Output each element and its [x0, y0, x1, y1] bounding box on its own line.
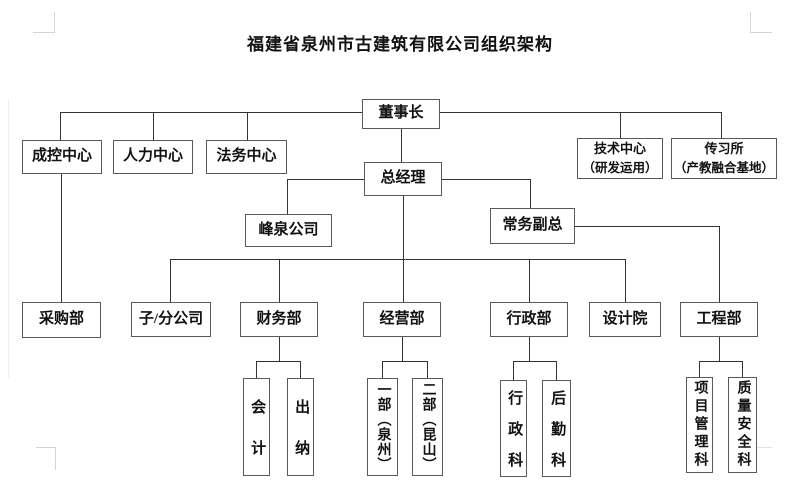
- node-accounting: 会计: [243, 378, 270, 481]
- node-label: 一部（泉州）: [375, 382, 391, 472]
- node-label: 峰泉公司: [258, 221, 319, 238]
- node-dept-two-kunshan: 二部（昆山）: [412, 378, 443, 476]
- node-label: 经营部: [379, 310, 425, 327]
- connector-line: [60, 112, 362, 113]
- connector-line: [440, 112, 721, 113]
- connector-line: [513, 361, 514, 380]
- node-label: 总经理: [380, 170, 426, 187]
- node-label: 常务副总: [502, 217, 563, 234]
- connector-line: [287, 179, 288, 214]
- node-tech-center: 技术中心 （研发运用）: [577, 138, 663, 179]
- page-corner-mark-top-left: [33, 12, 55, 33]
- connector-line: [529, 337, 530, 361]
- node-general-manager: 总经理: [364, 162, 442, 196]
- connector-line: [382, 361, 427, 362]
- connector-line: [719, 226, 720, 302]
- connector-line: [403, 259, 404, 302]
- node-logistics-section: 后勤科: [542, 380, 571, 483]
- node-label: 项目管理科: [692, 380, 708, 470]
- connector-line: [513, 361, 556, 362]
- node-executive-vp: 常务副总: [490, 208, 575, 244]
- page-corner-mark-bottom-left: [36, 447, 56, 470]
- node-chairman: 董事长: [362, 99, 440, 129]
- node-admin-section: 行政科: [500, 380, 527, 483]
- connector-line: [170, 259, 171, 302]
- node-label: 行政科: [506, 390, 523, 483]
- connector-line: [247, 112, 248, 140]
- connector-line: [256, 361, 301, 362]
- node-quality-safety-section: 质量安全科: [728, 377, 757, 473]
- node-label: 人力中心: [122, 148, 183, 165]
- node-label: 会计: [249, 399, 266, 481]
- connector-line: [170, 259, 625, 260]
- connector-line: [279, 337, 280, 361]
- node-purchasing-dept: 采购部: [22, 302, 101, 338]
- connector-line: [256, 361, 257, 378]
- node-subsidiaries: 子/分公司: [131, 302, 211, 337]
- connector-line: [742, 361, 743, 377]
- connector-line: [529, 259, 530, 302]
- connector-line: [699, 361, 742, 362]
- chart-title: 福建省泉州市古建筑有限公司组织架构: [247, 35, 553, 54]
- node-label: 财务部: [256, 310, 302, 327]
- connector-line: [401, 129, 402, 162]
- node-engineering-dept: 工程部: [680, 302, 758, 337]
- node-label: 董事长: [378, 105, 424, 122]
- connector-line: [721, 112, 722, 138]
- node-label: 设计院: [602, 310, 648, 327]
- connector-line: [620, 112, 621, 138]
- node-label: 法务中心: [216, 148, 277, 165]
- node-project-mgmt-section: 项目管理科: [686, 377, 713, 473]
- connector-line: [719, 337, 720, 361]
- connector-line: [300, 361, 301, 378]
- connector-line: [153, 112, 154, 140]
- node-cost-center: 成控中心: [22, 140, 102, 174]
- node-design-institute: 设计院: [589, 302, 661, 337]
- connector-line: [530, 179, 531, 208]
- connector-line: [442, 179, 531, 180]
- node-fengquan-company: 峰泉公司: [245, 214, 332, 247]
- node-finance-dept: 财务部: [240, 302, 318, 337]
- connector-line: [402, 337, 403, 361]
- node-label: 行政部: [506, 310, 552, 327]
- node-heritage-institute: 传习所 （产教融合基地）: [671, 138, 777, 179]
- node-label: 后勤科: [549, 390, 566, 483]
- connector-line: [61, 174, 62, 302]
- connector-line: [382, 361, 383, 378]
- connector-line: [427, 361, 428, 378]
- connector-line: [279, 259, 280, 302]
- node-sublabel: （产教融合基地）: [673, 160, 774, 175]
- node-label: 传习所: [704, 141, 744, 157]
- node-admin-dept: 行政部: [490, 302, 568, 337]
- connector-line: [287, 179, 364, 180]
- connector-line: [625, 259, 626, 302]
- connector-line: [575, 226, 720, 227]
- node-label: 成控中心: [31, 148, 92, 165]
- connector-line: [60, 112, 61, 140]
- node-label: 采购部: [38, 311, 84, 328]
- connector-line: [403, 196, 404, 259]
- connector-line: [556, 361, 557, 380]
- page-corner-mark-top-right: [750, 12, 772, 33]
- node-label: 工程部: [696, 310, 742, 327]
- node-dept-one-quanzhou: 一部（泉州）: [367, 378, 398, 476]
- node-label: 子/分公司: [138, 310, 204, 327]
- node-legal-center: 法务中心: [206, 140, 287, 174]
- node-label: 出纳: [293, 399, 310, 481]
- node-label: 技术中心: [593, 141, 646, 157]
- node-sublabel: （研发运用）: [582, 160, 658, 175]
- node-operations-dept: 经营部: [363, 302, 441, 337]
- node-label: 质量安全科: [735, 380, 751, 470]
- page-edge-line: [8, 100, 9, 378]
- node-hr-center: 人力中心: [113, 140, 193, 174]
- node-label: 二部（昆山）: [420, 382, 436, 472]
- connector-line: [699, 361, 700, 377]
- node-cashier: 出纳: [287, 378, 314, 481]
